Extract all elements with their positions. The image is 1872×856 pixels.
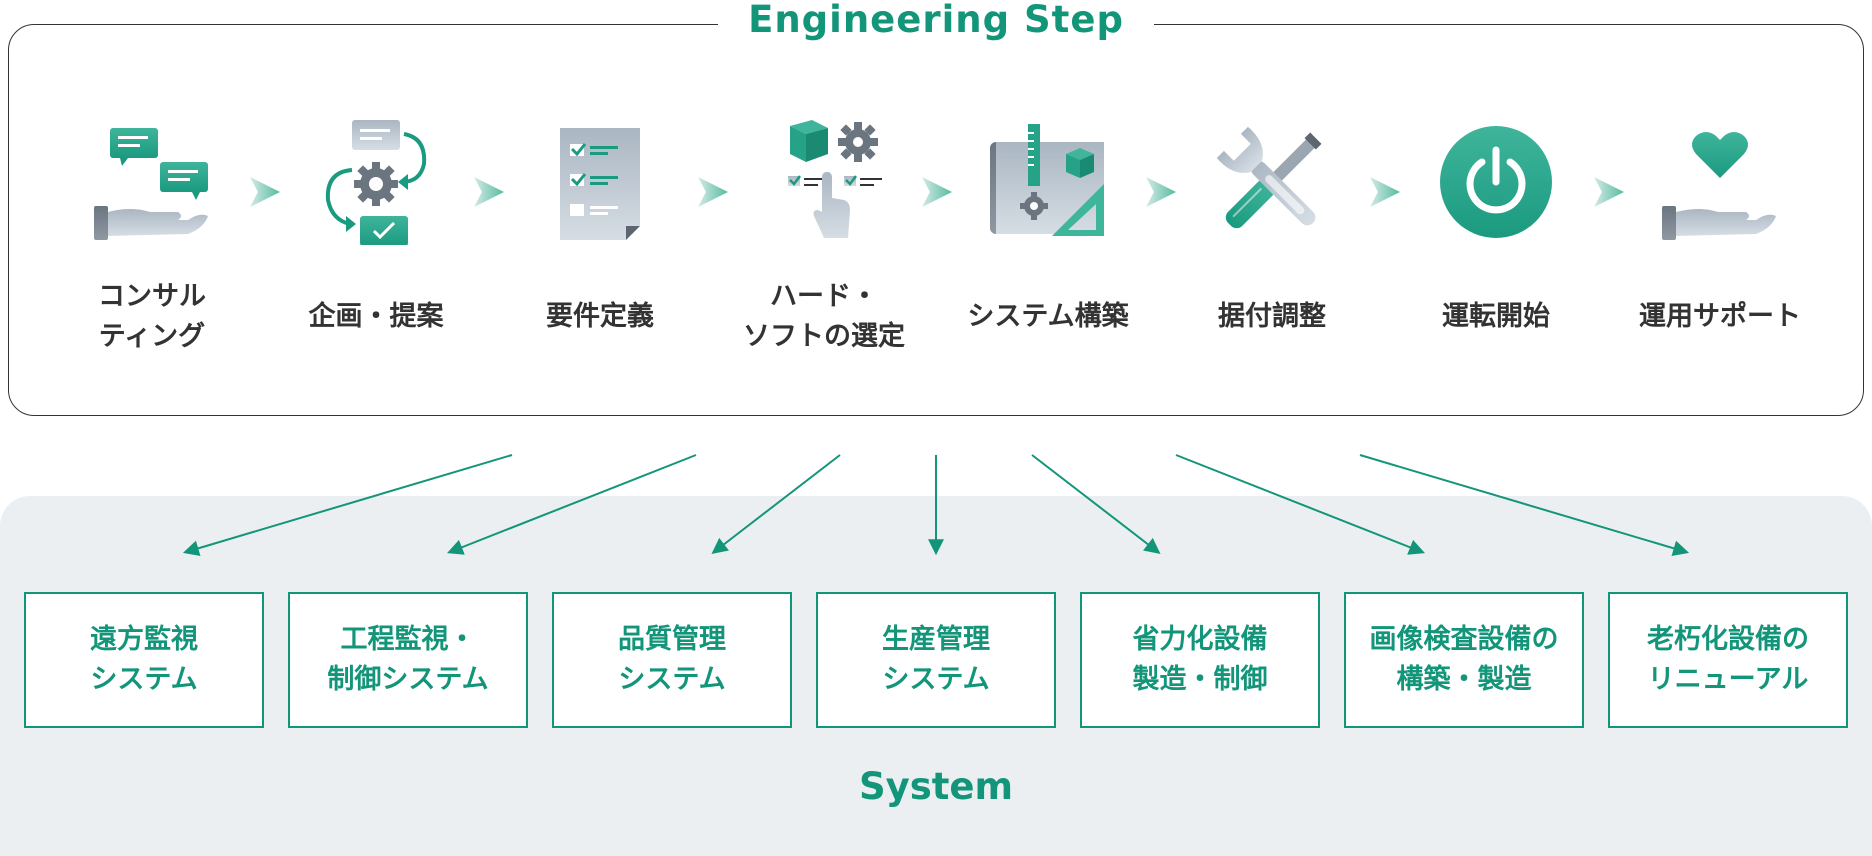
- step-label: 企画・提案: [308, 301, 444, 332]
- step-label: 要件定義: [546, 301, 654, 332]
- step-planning: 企画・提案: [276, 120, 476, 370]
- system-title: System: [858, 765, 1014, 808]
- blueprint-icon: [990, 124, 1104, 236]
- chevron-right-icon: [1146, 177, 1176, 207]
- selection-icon: [788, 120, 882, 238]
- step-label: 運用サポート: [1639, 301, 1801, 332]
- tools-icon: [1216, 126, 1322, 229]
- step-label: 運転開始: [1442, 301, 1550, 332]
- step-consulting: コンサル ティング: [52, 120, 252, 370]
- consulting-icon: [94, 128, 208, 240]
- step-label: ハード・ ソフトの選定: [743, 281, 905, 352]
- chevron-right-icon: [698, 177, 728, 207]
- step-requirements: 要件定義: [500, 120, 700, 370]
- system-box-image-inspection: 画像検査設備の 構築・製造: [1344, 592, 1584, 728]
- system-box-labor-saving: 省力化設備 製造・制御: [1080, 592, 1320, 728]
- system-box-process-control: 工程監視・ 制御システム: [288, 592, 528, 728]
- step-label: 据付調整: [1218, 301, 1326, 332]
- power-icon: [1440, 126, 1552, 238]
- chevron-right-icon: [1594, 177, 1624, 207]
- support-heart-icon: [1662, 132, 1776, 240]
- planning-cycle-icon: [325, 120, 427, 245]
- chevron-right-icon: [922, 177, 952, 207]
- system-box-production-management: 生産管理 システム: [816, 592, 1056, 728]
- step-operation-support: 運用サポート: [1620, 120, 1820, 370]
- system-box-equipment-renewal: 老朽化設備の リニューアル: [1608, 592, 1848, 728]
- step-selection: ハード・ ソフトの選定: [724, 120, 924, 370]
- checklist-icon: [560, 128, 640, 240]
- engineering-step-title: Engineering Step: [718, 0, 1154, 40]
- step-installation: 据付調整: [1172, 120, 1372, 370]
- chevron-right-icon: [1370, 177, 1400, 207]
- system-box-quality-management: 品質管理 システム: [552, 592, 792, 728]
- chevron-right-icon: [474, 177, 504, 207]
- step-operation-start: 運転開始: [1396, 120, 1596, 370]
- step-system-build: システム構築: [948, 120, 1148, 370]
- step-label: システム構築: [967, 301, 1129, 332]
- chevron-right-icon: [250, 177, 280, 207]
- step-label: コンサル ティング: [98, 281, 206, 352]
- system-box-remote-monitoring: 遠方監視 システム: [24, 592, 264, 728]
